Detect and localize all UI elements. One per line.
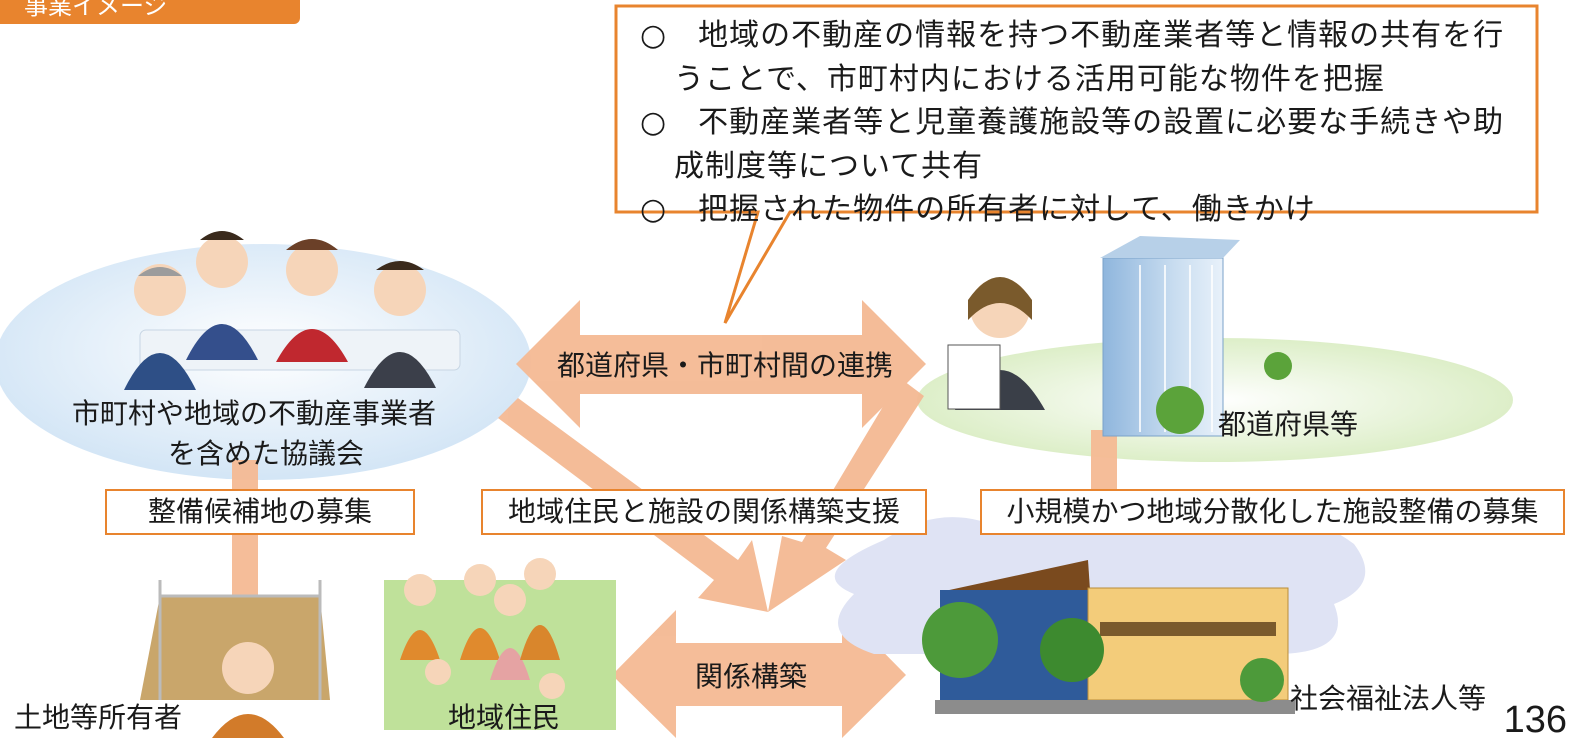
corporation-label: 社会福祉法人等 bbox=[1290, 682, 1487, 715]
callout-line: うことで、市町村内における活用可能な物件を把握 bbox=[674, 61, 1385, 97]
landowner-illustration bbox=[140, 580, 330, 738]
prefecture-label: 都道府県等 bbox=[1218, 408, 1359, 441]
landowner-label: 土地等所有者 bbox=[14, 701, 183, 734]
callout-line: 成制度等について共有 bbox=[674, 148, 984, 184]
residents-label: 地域住民 bbox=[448, 701, 561, 734]
council-people-illustration bbox=[124, 231, 461, 390]
arrow-relationship-label: 関係構築 bbox=[695, 660, 808, 693]
callout-box bbox=[614, 4, 1539, 324]
section-tag-label: 事業イメージ bbox=[24, 0, 168, 20]
arrow-relationship-shape bbox=[612, 610, 906, 738]
arrow-pref-city-shape bbox=[516, 300, 926, 428]
callout-text: ○ 地域の不動産の情報を持つ不動産業者等と情報の共有を行 うことで、市町村内にお… bbox=[640, 14, 1573, 232]
council-label-line1: 市町村や地域の不動産事業者 bbox=[72, 397, 437, 430]
section-tag: 事業イメージ bbox=[0, 0, 300, 24]
council-label-line2: を含めた協議会 bbox=[168, 437, 365, 470]
arrow-pref-city-label: 都道府県・市町村間の連携 bbox=[557, 349, 894, 382]
box-community-support: 地域住民と施設の関係構築支援 bbox=[481, 489, 927, 535]
callout-line: ○ 地域の不動産の情報を持つ不動産業者等と情報の共有を行 bbox=[640, 18, 1505, 53]
box-land-recruit: 整備候補地の募集 bbox=[105, 489, 415, 535]
callout-line: ○ 不動産業者等と児童養護施設等の設置に必要な手続きや助 bbox=[640, 105, 1505, 140]
callout-line: ○ 把握された物件の所有者に対して、働きかけ bbox=[640, 192, 1316, 227]
prefecture-illustration bbox=[947, 236, 1292, 437]
box-facility-recruit: 小規模かつ地域分散化した施設整備の募集 bbox=[980, 489, 1565, 535]
facility-illustration bbox=[922, 560, 1295, 714]
residents-illustration bbox=[384, 558, 616, 730]
page-number: 136 bbox=[1503, 699, 1567, 741]
